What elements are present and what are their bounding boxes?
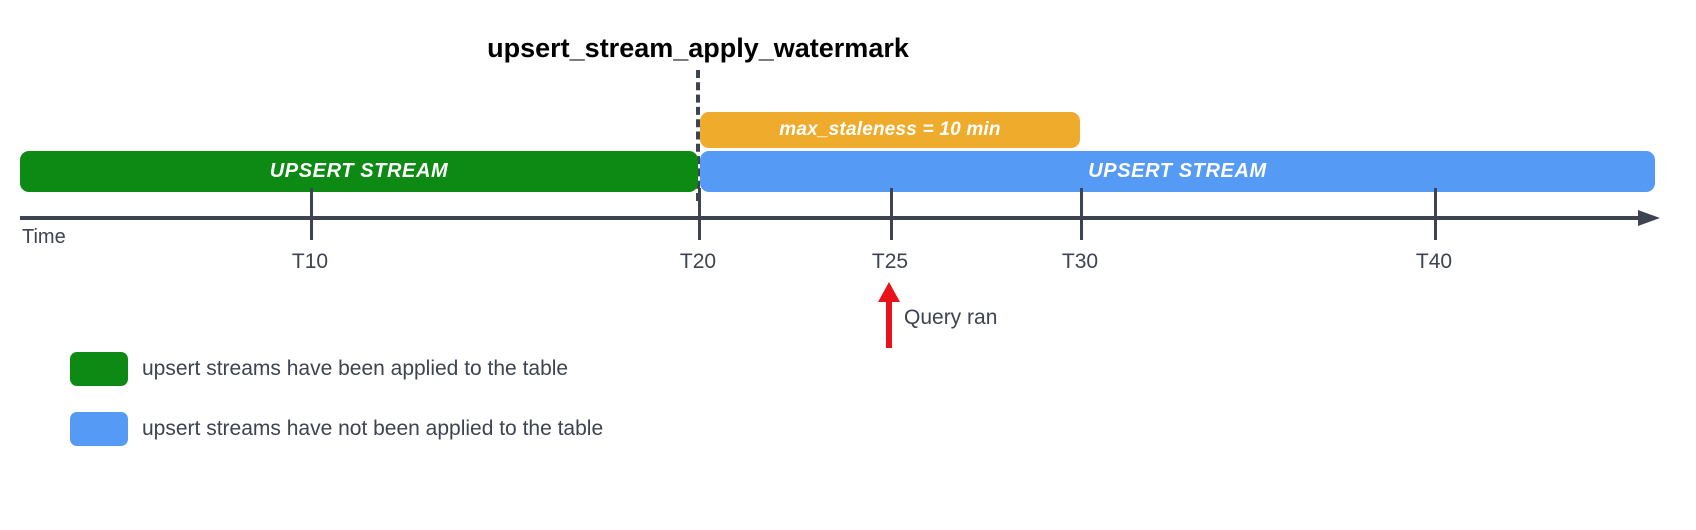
axis-tick-t40 <box>1434 188 1437 240</box>
query-ran-arrow-head <box>878 282 900 302</box>
query-ran-arrow-icon <box>878 282 900 348</box>
query-ran-arrow-shaft <box>886 298 892 348</box>
watermark-dotted-line <box>696 70 700 201</box>
axis-tick-label-t30: T30 <box>1061 250 1099 273</box>
time-axis-line <box>20 216 1640 220</box>
time-axis-arrow-icon <box>1638 210 1660 226</box>
axis-tick-label-t40: T40 <box>1415 250 1453 273</box>
upsert-stream-applied-label: UPSERT STREAM <box>269 160 449 182</box>
upsert-stream-applied-bar: UPSERT STREAM <box>20 151 698 192</box>
axis-tick-label-t25: T25 <box>871 250 909 273</box>
time-axis: T10 T20 T25 T30 T40 <box>20 188 1660 273</box>
legend-label-applied: upsert streams have been applied to the … <box>142 357 569 380</box>
axis-tick-t25 <box>890 188 893 240</box>
max-staleness-bar: max_staleness = 10 min <box>700 112 1080 148</box>
upsert-stream-not-applied-label: UPSERT STREAM <box>1088 160 1267 182</box>
axis-tick-t10 <box>310 188 313 240</box>
legend-label-not-applied: upsert streams have not been applied to … <box>142 417 604 440</box>
upsert-stream-not-applied-bar: UPSERT STREAM <box>700 151 1655 192</box>
query-ran-label: Query ran <box>904 306 998 329</box>
time-axis-label: Time <box>22 226 66 248</box>
legend-swatch-green <box>70 352 128 386</box>
axis-tick-t30 <box>1080 188 1083 240</box>
page-title: upsert_stream_apply_watermark <box>487 33 909 63</box>
max-staleness-label: max_staleness = 10 min <box>779 119 1001 140</box>
axis-tick-label-t20: T20 <box>679 250 717 273</box>
axis-tick-t20 <box>698 188 701 240</box>
axis-tick-label-t10: T10 <box>291 250 329 273</box>
legend-swatch-blue <box>70 412 128 446</box>
